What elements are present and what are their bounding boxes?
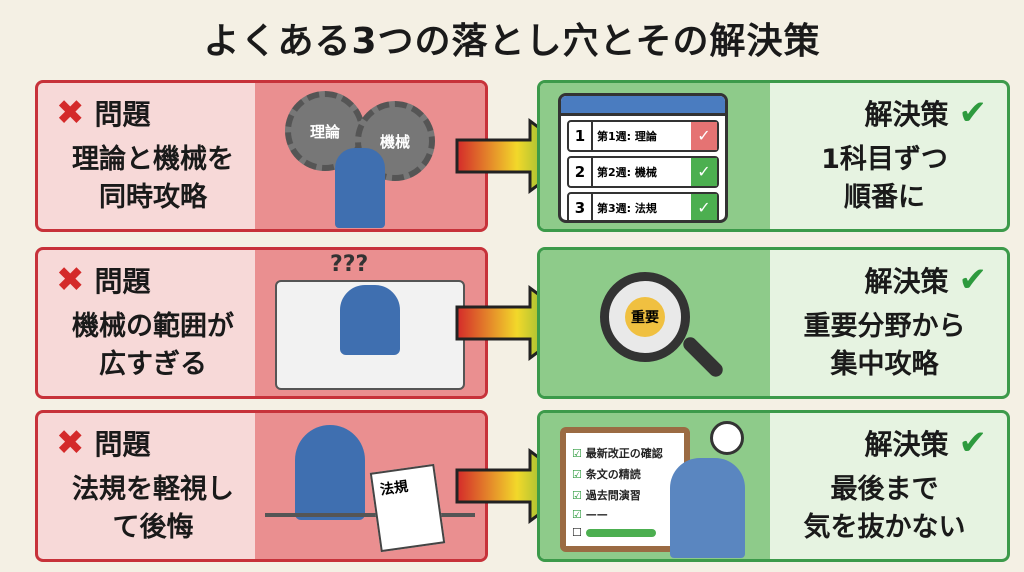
line: 最後まで: [830, 474, 939, 505]
solution-illustration: 重要: [540, 250, 770, 396]
line: 機械の範囲が: [72, 311, 234, 342]
page-title: よくある3つの落とし穴とその解決策: [203, 21, 821, 62]
solution-text: 最後まで気を抜かない: [772, 471, 997, 547]
problem-illustration: ???: [255, 250, 485, 396]
person-writing-icon: [670, 458, 745, 558]
check-icon: ✓: [691, 122, 717, 150]
week-text: 第1週: 理論: [597, 130, 657, 143]
stopwatch-icon: [710, 421, 744, 455]
gear-icon: 機械: [355, 101, 435, 181]
problem-text: 機械の範囲が広すぎる: [48, 308, 258, 384]
checklist-item: ☐: [572, 526, 678, 539]
checklist-item: ☑ 条文の精読: [572, 468, 641, 481]
check-icon: ✓: [691, 158, 717, 186]
checklist-item: ☑ 過去問演習: [572, 489, 641, 502]
confused-person-icon: [340, 285, 400, 355]
row-1: 理論 機械 ✖ 問題 理論と機械を同時攻略 1 第1週: 理論 ✓ 2 第2週: 機械 ✓…: [35, 80, 1010, 232]
solution-heading: 解決策: [864, 428, 949, 461]
solution-illustration: 1 第1週: 理論 ✓ 2 第2週: 機械 ✓ 3 第3週: 法規 ✓: [540, 83, 770, 229]
solution-text: 重要分野から集中攻略: [772, 308, 997, 384]
magnifier-icon: 重要: [600, 272, 690, 362]
desk: [265, 513, 475, 517]
line: 広すぎる: [99, 348, 207, 380]
line: 集中攻略: [830, 348, 939, 380]
solution-panel: 重要 解決策 ✔ 重要分野から集中攻略: [537, 247, 1010, 399]
clipboard-icon: ☑ 最新改正の確認 ☑ 条文の精読 ☑ 過去問演習 ☑ —— ☐: [560, 427, 690, 552]
solution-panel: ☑ 最新改正の確認 ☑ 条文の精読 ☑ 過去問演習 ☑ —— ☐ 解決策 ✔ 最後…: [537, 410, 1010, 562]
checklist-item: ☑ 最新改正の確認: [572, 447, 663, 460]
line: 気を抜かない: [803, 511, 966, 543]
checklist-item: ☑ ——: [572, 508, 608, 521]
check-icon: ✓: [691, 194, 717, 220]
x-icon: ✖: [56, 423, 85, 463]
line: 理論と機械を: [72, 144, 234, 175]
magnifier-handle: [680, 334, 726, 380]
line: て後悔: [112, 511, 194, 543]
problem-panel: 理論 機械 ✖ 問題 理論と機械を同時攻略: [35, 80, 488, 232]
problem-heading: 問題: [94, 428, 151, 461]
line: 同時攻略: [99, 181, 207, 213]
solution-panel: 1 第1週: 理論 ✓ 2 第2週: 機械 ✓ 3 第3週: 法規 ✓ 解決策 ✔ 1科目ずつ…: [537, 80, 1010, 232]
row-2: ??? ✖ 問題 機械の範囲が広すぎる 重要 解決策 ✔ 重要分野から集中攻略: [35, 247, 1010, 399]
sad-person-icon: [295, 425, 365, 520]
week-text: 第2週: 機械: [597, 166, 657, 179]
gear-icon: 理論: [285, 91, 365, 171]
line: 1科目ずつ: [821, 144, 948, 175]
checklist-text: 最新改正の確認: [585, 447, 663, 460]
calendar-icon: 1 第1週: 理論 ✓ 2 第2週: 機械 ✓ 3 第3週: 法規 ✓: [558, 93, 728, 223]
week-number: 1: [569, 122, 593, 150]
x-icon: ✖: [56, 260, 85, 300]
checklist-text: 過去問演習: [585, 489, 641, 502]
problem-text: 法規を軽視して後悔: [48, 471, 258, 547]
line: 重要分野から: [803, 311, 966, 342]
problem-illustration: 法規: [255, 413, 485, 559]
solution-illustration: ☑ 最新改正の確認 ☑ 条文の精読 ☑ 過去問演習 ☑ —— ☐: [540, 413, 770, 559]
week-item: 3 第3週: 法規 ✓: [567, 192, 719, 220]
solution-text: 1科目ずつ順番に: [772, 141, 997, 217]
check-icon: ✔: [958, 93, 988, 133]
line: 順番に: [844, 181, 925, 213]
problem-panel: 法規 ✖ 問題 法規を軽視して後悔: [35, 410, 488, 562]
line: 法規を軽視し: [72, 474, 234, 505]
week-item: 2 第2週: 機械 ✓: [567, 156, 719, 188]
paper-label: 法規: [379, 478, 410, 499]
x-icon: ✖: [56, 93, 85, 133]
solution-heading: 解決策: [864, 98, 949, 131]
problem-heading: 問題: [94, 265, 151, 298]
check-icon: ✔: [958, 423, 988, 463]
week-number: 3: [569, 194, 593, 220]
problem-text: 理論と機械を同時攻略: [48, 141, 258, 217]
checklist-text: 条文の精読: [585, 468, 641, 481]
question-marks: ???: [330, 252, 369, 277]
solution-heading: 解決策: [864, 265, 949, 298]
stressed-person-icon: [335, 148, 385, 228]
row-3: 法規 ✖ 問題 法規を軽視して後悔 ☑ 最新改正の確認 ☑ 条文の精読 ☑ 過去問…: [35, 410, 1010, 562]
torn-paper-icon: 法規: [369, 463, 446, 553]
problem-heading: 問題: [94, 98, 151, 131]
week-number: 2: [569, 158, 593, 186]
problem-panel: ??? ✖ 問題 機械の範囲が広すぎる: [35, 247, 488, 399]
week-text: 第3週: 法規: [597, 202, 657, 215]
problem-illustration: 理論 機械: [255, 83, 485, 229]
week-item: 1 第1週: 理論 ✓: [567, 120, 719, 152]
check-icon: ✔: [958, 260, 988, 300]
magnifier-label: 重要: [625, 297, 665, 337]
